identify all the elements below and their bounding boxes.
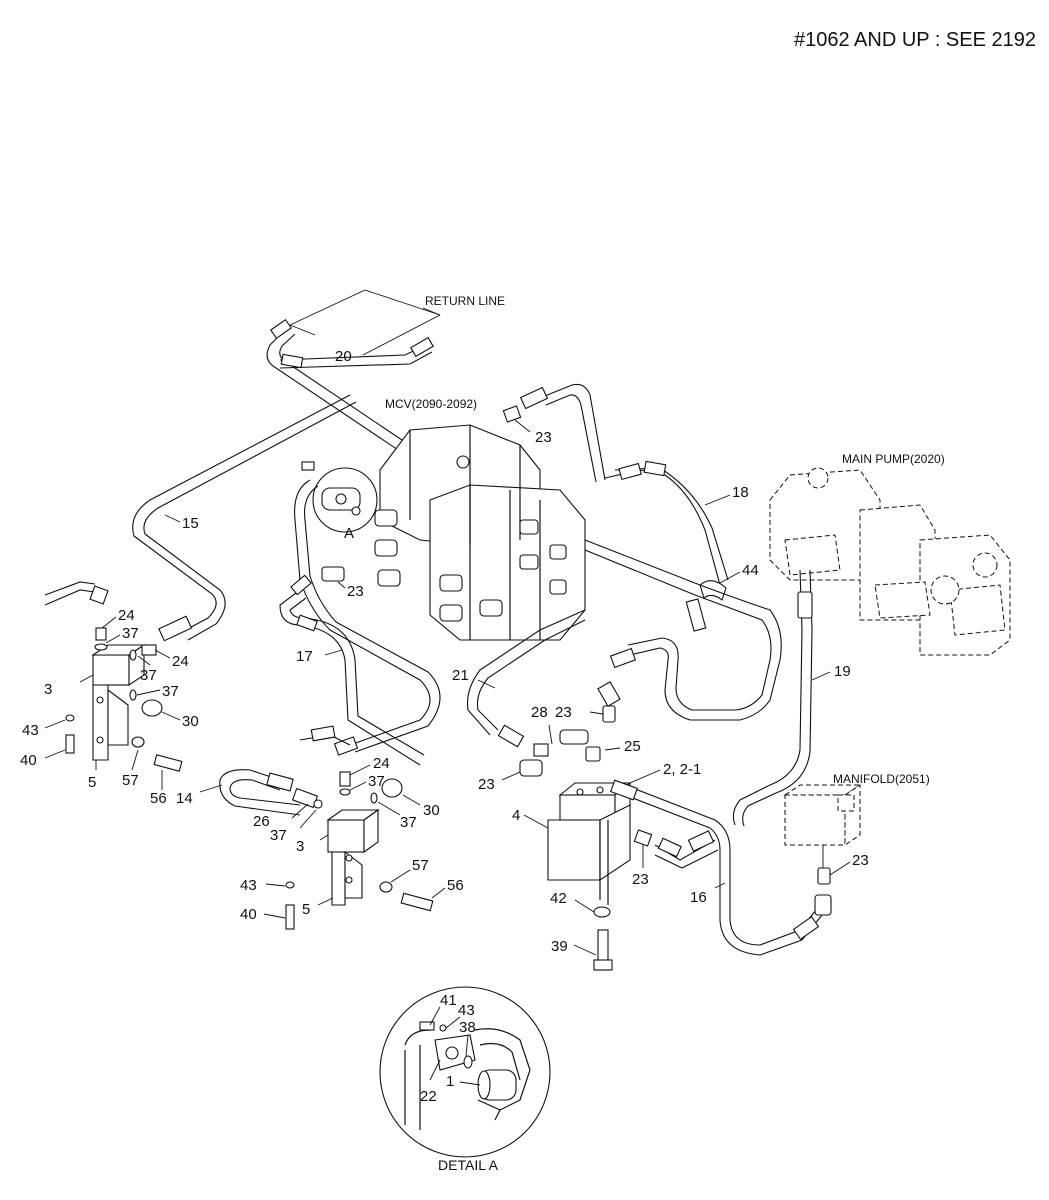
- callout-15: 15: [182, 515, 199, 532]
- left-bracket-assembly: [44, 581, 183, 772]
- callout-5-left: 5: [88, 774, 96, 791]
- main-pump: [769, 467, 1011, 656]
- callout-3-center: 3: [296, 838, 304, 855]
- hose-15: [132, 394, 357, 642]
- main-pump-label: MAIN PUMP(2020): [842, 452, 945, 466]
- callout-43-center: 43: [240, 877, 257, 894]
- callout-21: 21: [452, 667, 469, 684]
- header-note: #1062 AND UP : SEE 2192: [794, 29, 1036, 51]
- callout-20: 20: [335, 348, 352, 365]
- mcv-label: MCV(2090-2092): [385, 397, 477, 411]
- callout-56-left: 56: [150, 790, 167, 807]
- callout-38: 38: [459, 1019, 476, 1036]
- callout-30-left: 30: [182, 713, 199, 730]
- callout-37-center-left: 37: [270, 827, 287, 844]
- fitting-23-mcv-left: [321, 566, 345, 582]
- callout-43-left: 43: [22, 722, 39, 739]
- callout-28: 28: [531, 704, 548, 721]
- callout-19: 19: [834, 663, 851, 680]
- hose-16: [609, 779, 827, 956]
- callout-40-left: 40: [20, 752, 37, 769]
- detail-a-view: [379, 986, 551, 1158]
- callout-37-left-mid: 37: [140, 667, 157, 684]
- callout-57-center: 57: [412, 857, 429, 874]
- callout-37-center-right: 37: [400, 814, 417, 831]
- callout-23-mcv-left: 23: [347, 583, 364, 600]
- callout-24-center: 24: [373, 755, 390, 772]
- callout-24-left-top: 24: [118, 607, 135, 624]
- callout-25: 25: [624, 738, 641, 755]
- callout-2: 2, 2-1: [663, 761, 701, 778]
- detail-a-marker: [301, 461, 378, 533]
- callout-23-block-left: 23: [478, 776, 495, 793]
- callout-23-manifold: 23: [852, 852, 869, 869]
- callout-30-center: 30: [423, 802, 440, 819]
- detail-marker-label: A: [344, 525, 354, 542]
- valve-block-4: [519, 705, 653, 971]
- callout-56-center: 56: [447, 877, 464, 894]
- hose-14: [199, 725, 351, 816]
- callout-40-center: 40: [240, 906, 257, 923]
- callout-4: 4: [512, 807, 520, 824]
- return-line-label: RETURN LINE: [425, 294, 505, 308]
- callout-37-center-top: 37: [368, 773, 385, 790]
- hose-19: [732, 569, 831, 827]
- callout-42: 42: [550, 890, 567, 907]
- hose-17: [279, 479, 441, 766]
- callout-5-center: 5: [302, 901, 310, 918]
- callout-23-block-top: 23: [555, 704, 572, 721]
- callout-44: 44: [742, 562, 759, 579]
- callout-23-mcv-top: 23: [535, 429, 552, 446]
- center-bracket-assembly: [285, 771, 434, 930]
- hose-18: [519, 383, 731, 586]
- callout-37-left-top: 37: [122, 625, 139, 642]
- return-line-hose: [266, 289, 489, 506]
- hose-21: [466, 539, 782, 748]
- callout-43-detail: 43: [458, 1002, 475, 1019]
- callout-26: 26: [253, 813, 270, 830]
- callout-37-left-low: 37: [162, 683, 179, 700]
- callout-3-left: 3: [44, 681, 52, 698]
- callout-24-left-right: 24: [172, 653, 189, 670]
- callout-39: 39: [551, 938, 568, 955]
- callout-1: 1: [446, 1073, 454, 1090]
- main-control-valve: [374, 405, 586, 641]
- callout-41: 41: [440, 992, 457, 1009]
- callout-22: 22: [420, 1088, 437, 1105]
- manifold-label: MANIFOLD(2051): [833, 772, 930, 786]
- callout-17: 17: [296, 648, 313, 665]
- manifold: [783, 784, 862, 916]
- callout-14: 14: [176, 790, 193, 807]
- callout-57-left: 57: [122, 772, 139, 789]
- callout-23-block-bottom: 23: [632, 871, 649, 888]
- callout-18: 18: [732, 484, 749, 501]
- callout-16: 16: [690, 889, 707, 906]
- detail-a-title: DETAIL A: [438, 1157, 499, 1173]
